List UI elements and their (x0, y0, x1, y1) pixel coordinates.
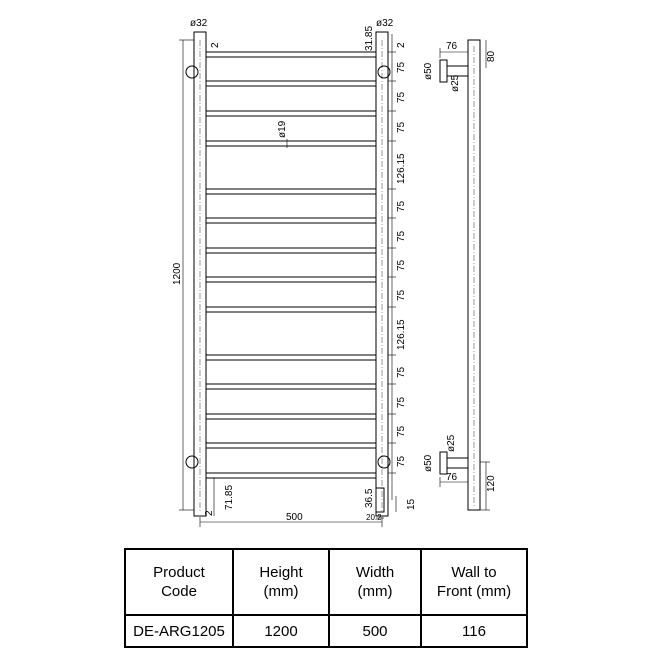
header-width: Width (mm) (328, 548, 422, 616)
top-gap-left-label: 2 (210, 42, 221, 48)
top-flange-dia-label: ø50 (423, 62, 434, 80)
bar (205, 51, 377, 58)
towel-rail-technical-drawing: ø32 ø32 31.85 2 2 ø19 75 75 75 126.15 75… (172, 18, 497, 527)
bar (205, 413, 377, 420)
spacing-label: 75 (396, 259, 407, 271)
spacing-label: 75 (396, 366, 407, 378)
top-offset-label: 31.85 (364, 26, 375, 51)
bar (205, 383, 377, 390)
spacing-label: 75 (396, 230, 407, 242)
spacing-label: 75 (396, 455, 407, 467)
side-view (439, 39, 490, 511)
left-vertical-tube (193, 31, 207, 517)
tube-dia-right-label: ø32 (376, 18, 394, 29)
bar (205, 306, 377, 313)
total-height-label: 1200 (172, 262, 183, 285)
bar (205, 472, 377, 479)
right-vertical-tube (375, 31, 389, 517)
bottom-offset-label: 71.85 (224, 485, 235, 510)
header-height: Height (mm) (232, 548, 330, 616)
tube-dia-left-label: ø32 (190, 18, 208, 29)
bottom-gap-label: 2 (204, 510, 215, 516)
bottom-left-bracket (185, 455, 199, 469)
bottom-flange-dia-label: ø50 (423, 454, 434, 472)
bottom-pin-dia-label: ø25 (446, 434, 457, 452)
bar (205, 442, 377, 449)
spacing-label: 75 (396, 200, 407, 212)
foot-width-label: 20.2 (366, 513, 382, 522)
spec-table: Product Code Height (mm) Width (mm) Wall… (124, 548, 528, 648)
spacing-label: 75 (396, 91, 407, 103)
side-bottom-flange (439, 451, 448, 475)
cell-height: 1200 (232, 614, 330, 648)
bottom-bracket-height-label: 120 (486, 475, 497, 492)
top-left-bracket (185, 65, 199, 79)
right-foot (375, 487, 385, 513)
table-header-row: Product Code Height (mm) Width (mm) Wall… (124, 548, 528, 616)
spacing-label: 75 (396, 121, 407, 133)
bar (205, 140, 377, 147)
side-bottom-arm (446, 457, 469, 469)
spacing-label: 75 (396, 289, 407, 301)
cell-width: 500 (328, 614, 422, 648)
spacing-label: 75 (396, 425, 407, 437)
cell-wall-to-front: 116 (420, 614, 528, 648)
bar (205, 354, 377, 361)
bar (205, 247, 377, 254)
bar-dia-label: ø19 (277, 120, 288, 138)
bar (205, 276, 377, 283)
spacing-label: 75 (396, 61, 407, 73)
horizontal-bars (205, 51, 377, 479)
side-top-arm (446, 65, 469, 77)
spacing-label: 126.15 (396, 319, 407, 350)
spacing-label: 126.15 (396, 153, 407, 184)
side-top-flange (439, 59, 448, 83)
top-pin-dia-label: ø25 (450, 74, 461, 92)
cell-product-code: DE-ARG1205 (124, 614, 234, 648)
bar (205, 188, 377, 195)
side-vertical-tube (467, 39, 481, 511)
total-width-label: 500 (286, 512, 303, 523)
foot-height-label: 36.5 (364, 488, 375, 508)
top-gap-right-label: 2 (396, 42, 407, 48)
header-wall-to-front: Wall to Front (mm) (420, 548, 528, 616)
table-row: DE-ARG1205 1200 500 116 (124, 614, 528, 648)
foot-gap-label: 15 (406, 498, 417, 510)
top-bracket-height-label: 80 (486, 50, 497, 62)
bar (205, 110, 377, 117)
bar (205, 80, 377, 87)
spacing-label: 75 (396, 396, 407, 408)
header-product-code: Product Code (124, 548, 234, 616)
bottom-bracket-depth-label: 76 (446, 472, 458, 483)
top-bracket-depth-label: 76 (446, 41, 458, 52)
top-right-bracket (377, 65, 391, 79)
bottom-right-bracket (377, 455, 391, 469)
bar (205, 217, 377, 224)
